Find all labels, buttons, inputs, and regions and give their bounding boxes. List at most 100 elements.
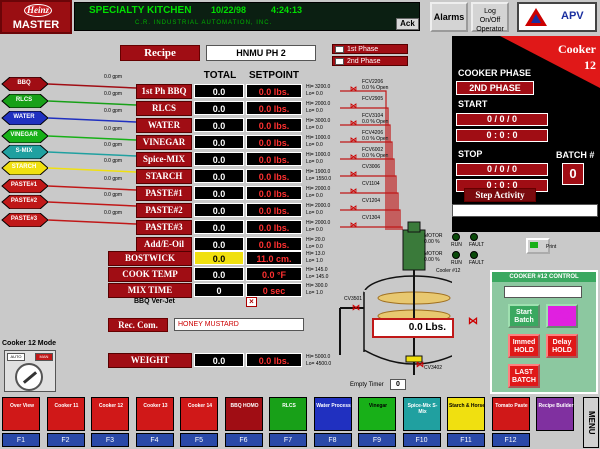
row-hi: Hi= 1000.0: [306, 152, 331, 158]
row-setpoint[interactable]: 0.0 lbs.: [246, 169, 302, 183]
ingredient-tag-0[interactable]: [0, 77, 48, 91]
nav-tab-body[interactable]: Cooker 13: [135, 397, 174, 431]
log-on-off-button[interactable]: Log On/Off Operator: [471, 2, 509, 33]
nav-tab-body[interactable]: Vinegar: [358, 397, 396, 431]
row-setpoint[interactable]: 0.0 lbs.: [246, 220, 302, 234]
valve-cv3501-icon[interactable]: ⋈: [352, 303, 360, 312]
ingredient-gpm: 0.0 gpm: [104, 192, 123, 198]
row-setpoint[interactable]: 0.0 lbs.: [246, 118, 302, 132]
nav-tab-body[interactable]: BBQ HOMO: [224, 397, 263, 431]
ingredient-tag-shape: [1, 145, 48, 159]
knob-pointer-icon: [22, 371, 38, 384]
nav-tab-body[interactable]: Recipe Builder: [536, 397, 574, 431]
valve-icon[interactable]: ⋈: [350, 171, 357, 178]
ingredient-tag-7[interactable]: [0, 195, 48, 209]
ingredient-tag-8[interactable]: [0, 213, 48, 227]
extra-lo: Lo= 1.0: [306, 290, 323, 296]
ingredient-tag-6[interactable]: [0, 179, 48, 193]
ingredient-tag-5[interactable]: [0, 161, 48, 175]
row-setpoint[interactable]: 0.0 lbs.: [246, 135, 302, 149]
ingredient-tag-4[interactable]: [0, 145, 48, 159]
nav-tab-body[interactable]: Starch & Horse: [447, 397, 485, 431]
row-total: 0.0: [194, 101, 244, 115]
row-label: 1st Ph BBQ: [136, 84, 192, 99]
nav-tab-12[interactable]: Recipe Builder: [536, 397, 574, 448]
phase2-option[interactable]: 2nd Phase: [332, 56, 408, 66]
ingredient-tag-3[interactable]: [0, 129, 48, 143]
start-batch-button[interactable]: Start Batch: [508, 304, 540, 328]
ingredient-tag-1[interactable]: [0, 94, 48, 108]
row-valve: CV3006: [362, 164, 381, 170]
weight-setpoint[interactable]: 0.0 lbs.: [246, 353, 302, 367]
pipe-line: [340, 90, 387, 230]
valve-cv3402-icon[interactable]: ⋈: [416, 360, 424, 369]
reset-batch-button[interactable]: Reset Batch: [546, 304, 578, 328]
mode-knob-icon[interactable]: [15, 363, 43, 391]
extra-total: 0: [194, 283, 244, 297]
immed-hold-button[interactable]: Immed HOLD: [508, 334, 540, 358]
nav-tab-body[interactable]: Tomato Paste: [491, 397, 530, 431]
recipe-name-field[interactable]: HNMU PH 2: [206, 45, 316, 61]
company-name: C.R. INDUSTRIAL AUTOMATION, INC.: [135, 20, 273, 26]
row-setpoint[interactable]: 0.0 lbs.: [246, 152, 302, 166]
nav-tab-body[interactable]: Spice-Mix S-Mix: [402, 397, 441, 431]
rec-com-field[interactable]: HONEY MUSTARD: [174, 318, 304, 331]
mode-selector[interactable]: AUTO MAN: [4, 350, 56, 392]
last-batch-button[interactable]: LAST BATCH: [508, 364, 540, 388]
nav-tab-body[interactable]: Cooker 12: [91, 397, 129, 431]
extra-total: 0.0: [194, 267, 244, 281]
nav-tab-body[interactable]: Over View: [2, 397, 40, 431]
row-hi: Hi= 2000.0: [306, 186, 331, 192]
delay-hold-button[interactable]: Delay HOLD: [546, 334, 578, 358]
mode-auto[interactable]: AUTO: [7, 353, 25, 361]
phase2-checkbox[interactable]: [335, 58, 344, 65]
nav-tab-body[interactable]: Water Process: [313, 397, 352, 431]
nav-tab-body[interactable]: RLCS: [269, 397, 307, 431]
valve-icon[interactable]: ⋈: [350, 86, 357, 93]
extra-setpoint[interactable]: 0 sec: [246, 283, 302, 297]
valve-icon[interactable]: ⋈: [350, 222, 357, 229]
nav-function-key: F8: [313, 433, 352, 447]
mode-man[interactable]: MAN: [35, 353, 53, 361]
bbq-verjet-checkbox[interactable]: ×: [246, 297, 257, 307]
valve-icon[interactable]: ⋈: [350, 205, 357, 212]
row-setpoint[interactable]: 0.0 lbs.: [246, 186, 302, 200]
ack-button[interactable]: Ack: [396, 18, 419, 30]
valve-icon[interactable]: ⋈: [350, 154, 357, 161]
valve-right-icon[interactable]: ⋈: [468, 316, 478, 327]
ingredient-tag-2[interactable]: [0, 111, 48, 125]
extra-setpoint[interactable]: 0.0 °F: [246, 267, 302, 281]
nav-tab-body[interactable]: Cooker 14: [180, 397, 218, 431]
heinz-logo[interactable]: Heinz MASTER: [0, 0, 72, 34]
row-setpoint[interactable]: 0.0 lbs.: [246, 237, 302, 251]
row-setpoint[interactable]: 0.0 lbs.: [246, 203, 302, 217]
menu-button[interactable]: MENU: [583, 397, 599, 448]
phase1-checkbox[interactable]: [335, 46, 344, 53]
extra-setpoint[interactable]: 11.0 cm.: [246, 251, 302, 265]
row-setpoint[interactable]: 0.0 lbs.: [246, 101, 302, 115]
nav-tab-body[interactable]: Cooker 11: [46, 397, 85, 431]
valve-icon[interactable]: ⋈: [350, 120, 357, 127]
run1-label: RUN: [451, 242, 462, 248]
valve-icon[interactable]: ⋈: [350, 103, 357, 110]
print-button[interactable]: [526, 238, 550, 254]
valve-icon[interactable]: ⋈: [350, 188, 357, 195]
fault2-light: [470, 251, 478, 259]
phase1-option[interactable]: 1st Phase: [332, 44, 408, 54]
row-setpoint[interactable]: 0.0 lbs.: [246, 84, 302, 98]
valve-icon[interactable]: ⋈: [350, 137, 357, 144]
alarms-button[interactable]: Alarms: [430, 2, 468, 32]
row-total: 0.0: [194, 220, 244, 234]
